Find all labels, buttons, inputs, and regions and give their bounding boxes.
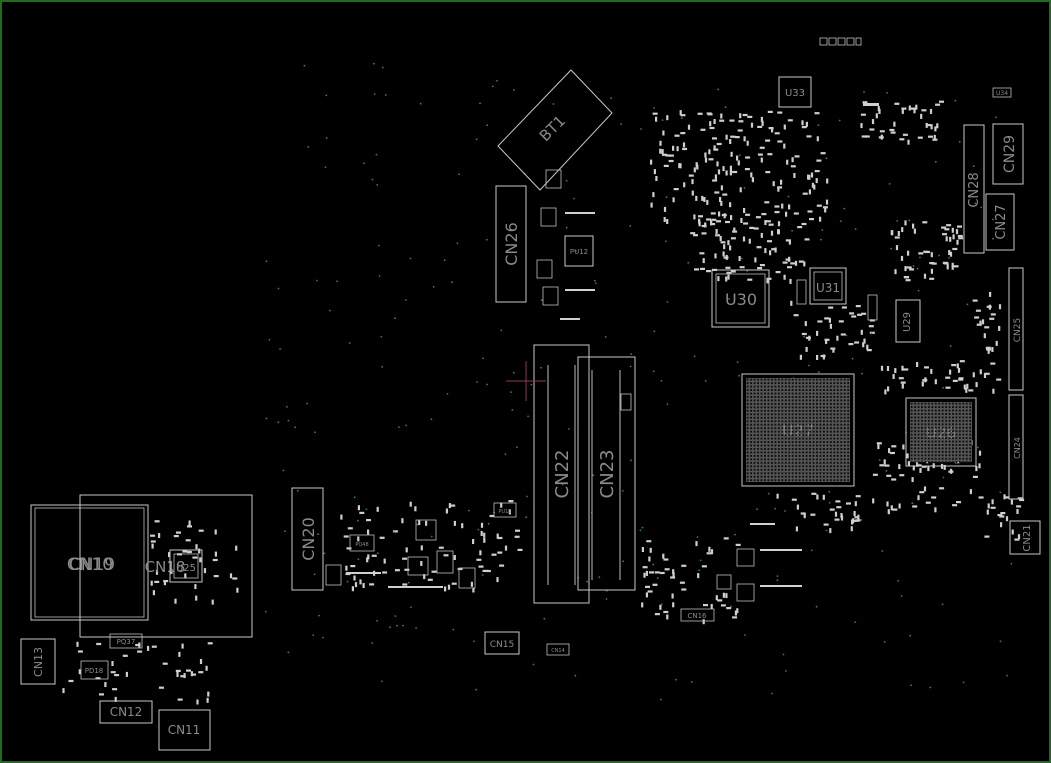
- svg-text:CN14: CN14: [551, 648, 565, 654]
- part-pu11[interactable]: PU11: [493, 502, 517, 518]
- part-pd18[interactable]: PD18: [80, 660, 109, 680]
- svg-text:CN29: CN29: [1002, 135, 1018, 173]
- svg-text:U25: U25: [176, 563, 196, 574]
- svg-text:CN27: CN27: [994, 204, 1009, 239]
- connector-cn14[interactable]: CN14: [546, 643, 570, 656]
- svg-text:CN21: CN21: [1022, 524, 1033, 551]
- part-pq48[interactable]: PQ48: [349, 534, 375, 552]
- misc-parts-right: [716, 103, 879, 602]
- svg-text:U33: U33: [785, 88, 805, 99]
- chip-u33[interactable]: U33: [778, 76, 812, 108]
- svg-text:U30: U30: [725, 290, 757, 309]
- svg-text:CN10: CN10: [67, 555, 113, 575]
- connector-cn27[interactable]: CN27: [985, 193, 1015, 251]
- bga-balls: [746, 378, 850, 482]
- connector-cn15[interactable]: CN15: [484, 631, 520, 655]
- misc-parts-mid: [325, 519, 476, 589]
- connector-cn10[interactable]: CN10: [67, 494, 253, 638]
- connector-cn11[interactable]: CN11: [158, 709, 211, 751]
- svg-text:U29: U29: [902, 312, 913, 332]
- svg-text:CN18: CN18: [145, 558, 186, 576]
- chip-u29[interactable]: U29: [895, 299, 921, 343]
- svg-text:CN15: CN15: [490, 640, 514, 650]
- svg-text:CN26: CN26: [502, 222, 521, 266]
- chip-u26-bga[interactable]: U26: [905, 397, 977, 467]
- svg-text:CN20: CN20: [299, 517, 318, 561]
- connector-cn28[interactable]: CN28: [963, 124, 985, 254]
- svg-text:CN11: CN11: [168, 723, 201, 737]
- svg-text:PU12: PU12: [570, 248, 588, 256]
- connector-cn25[interactable]: CN25: [1008, 267, 1024, 391]
- chip-u34[interactable]: U34: [992, 87, 1012, 98]
- connector-cn26[interactable]: CN26: [495, 185, 527, 303]
- svg-text:PU11: PU11: [498, 509, 511, 515]
- chip-u25[interactable]: U25: [169, 549, 203, 583]
- connector-cn13[interactable]: CN13: [20, 638, 56, 685]
- svg-text:CN13: CN13: [32, 647, 45, 677]
- chip-u30[interactable]: U30: [711, 269, 770, 328]
- regulator-pu12[interactable]: PU12: [536, 169, 595, 320]
- svg-text:CN28: CN28: [967, 172, 982, 207]
- svg-text:PD18: PD18: [85, 667, 104, 675]
- svg-text:PQ48: PQ48: [355, 542, 368, 548]
- svg-text:CN12: CN12: [110, 705, 143, 719]
- connector-cn23[interactable]: CN23: [577, 356, 636, 591]
- svg-text:CN24: CN24: [1013, 437, 1022, 459]
- bga-balls: [910, 402, 972, 464]
- svg-text:U34: U34: [996, 90, 1008, 97]
- connector-cn12[interactable]: CN12: [99, 700, 153, 724]
- svg-text:CN23: CN23: [597, 450, 618, 499]
- part-pq37[interactable]: PQ37: [109, 633, 143, 649]
- connector-cn18-left[interactable]: CN18: [145, 558, 186, 576]
- svg-text:PQ37: PQ37: [117, 638, 136, 646]
- svg-text:CN22: CN22: [552, 450, 573, 499]
- svg-text:U31: U31: [816, 281, 840, 295]
- cursor-crosshair: [506, 361, 546, 401]
- svg-text:CN25: CN25: [1013, 318, 1023, 342]
- svg-text:U26: U26: [926, 424, 956, 442]
- connector-cn21[interactable]: CN21: [1009, 520, 1041, 555]
- connector-cn22[interactable]: CN22: [533, 344, 590, 604]
- chip-u31[interactable]: U31: [796, 267, 847, 305]
- connector-cn29[interactable]: CN29: [992, 123, 1024, 185]
- svg-text:CN16: CN16: [687, 612, 707, 620]
- connector-cn16[interactable]: CN16: [680, 608, 715, 622]
- top-pad-row: [819, 37, 862, 46]
- connector-cn24[interactable]: CN24: [1008, 394, 1024, 500]
- connector-cn20[interactable]: CN20: [291, 487, 324, 591]
